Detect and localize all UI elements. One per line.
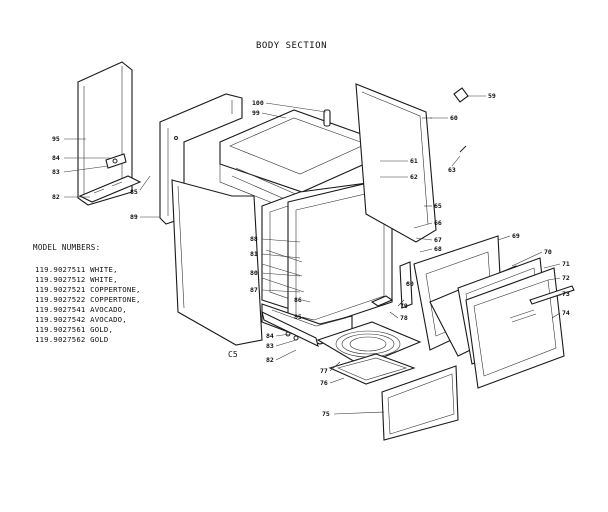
- part-82-plate: [78, 175, 142, 203]
- callout-85: 85: [130, 188, 138, 196]
- callout-78: 78: [400, 314, 408, 322]
- part-75-kick-panel: [381, 365, 459, 441]
- callout-65: 65: [434, 202, 442, 210]
- callout-75: 75: [322, 410, 330, 418]
- callout-74: 74: [562, 309, 570, 317]
- part-59-clip: [453, 87, 469, 103]
- part-84-bracket: [105, 153, 127, 169]
- callout-82: 82: [52, 193, 60, 201]
- callout-68: 68: [434, 245, 442, 253]
- callout-88: 88: [250, 235, 258, 243]
- part-77-broiler-pan: [316, 321, 422, 367]
- callout-99: 99: [252, 109, 260, 117]
- callout-95: 95: [52, 135, 60, 143]
- callout-69: 69: [512, 232, 520, 240]
- part-65-back-panel: [355, 83, 437, 243]
- leader-lines: [63, 95, 561, 415]
- callout-83: 83: [52, 168, 60, 176]
- model-numbers-heading: MODEL NUMBERS:: [33, 243, 101, 252]
- diagram-code: C5: [228, 350, 238, 359]
- part-63-screw: [459, 145, 467, 153]
- callout-71: 71: [562, 260, 570, 268]
- callout-59: 59: [488, 92, 496, 100]
- callout-76: 76: [320, 379, 328, 387]
- callout-61: 61: [410, 157, 418, 165]
- model-numbers-list: 119.9027511 WHITE, 119.9027512 WHITE, 11…: [35, 265, 141, 345]
- callout-84: 84: [52, 154, 60, 162]
- callout-62: 62: [410, 173, 418, 181]
- callout-80: 80: [250, 269, 258, 277]
- model-number: 119.9027521 COPPERTONE,: [35, 285, 141, 294]
- callout-66: 66: [434, 219, 442, 227]
- callout-84-b: 84: [266, 332, 274, 340]
- callout-87: 87: [250, 286, 258, 294]
- callout-73: 73: [562, 290, 570, 298]
- part-side-panel-left: [171, 179, 263, 346]
- part-73-handle: [529, 285, 575, 305]
- callout-67: 67: [434, 236, 442, 244]
- model-number: 119.9027511 WHITE,: [35, 265, 118, 274]
- part-76-broiler-tray: [328, 353, 416, 385]
- model-number: 119.9027522 COPPERTONE,: [35, 295, 141, 304]
- callout-86: 86: [294, 296, 302, 304]
- model-number: 119.9027561 GOLD,: [35, 325, 114, 334]
- callout-70: 70: [544, 248, 552, 256]
- model-number: 119.9027541 AVOCADO,: [35, 305, 127, 314]
- part-100-cylinder: [323, 109, 331, 127]
- part-95-side-panel: [77, 61, 133, 206]
- callout-79: 79: [400, 302, 408, 310]
- model-number: 119.9027562 GOLD: [35, 335, 109, 344]
- callout-72: 72: [562, 274, 570, 282]
- callout-89: 89: [130, 213, 138, 221]
- callout-85-b: 85: [294, 313, 302, 321]
- callout-80-b: 80: [406, 280, 414, 288]
- callout-82-b: 82: [266, 356, 274, 364]
- callout-77: 77: [320, 367, 328, 375]
- part-80-bracket: [370, 295, 394, 307]
- model-number: 119.9027512 WHITE,: [35, 275, 118, 284]
- part-78-rail: [399, 261, 413, 309]
- page-title: BODY SECTION: [256, 41, 328, 51]
- callout-63: 63: [448, 166, 456, 174]
- part-bottom-rail: [261, 310, 319, 348]
- callout-81: 81: [250, 250, 258, 258]
- callout-100: 100: [252, 99, 264, 107]
- model-number: 119.9027542 AVOCADO,: [35, 315, 127, 324]
- callout-60: 60: [450, 114, 458, 122]
- callout-83-b: 83: [266, 342, 274, 350]
